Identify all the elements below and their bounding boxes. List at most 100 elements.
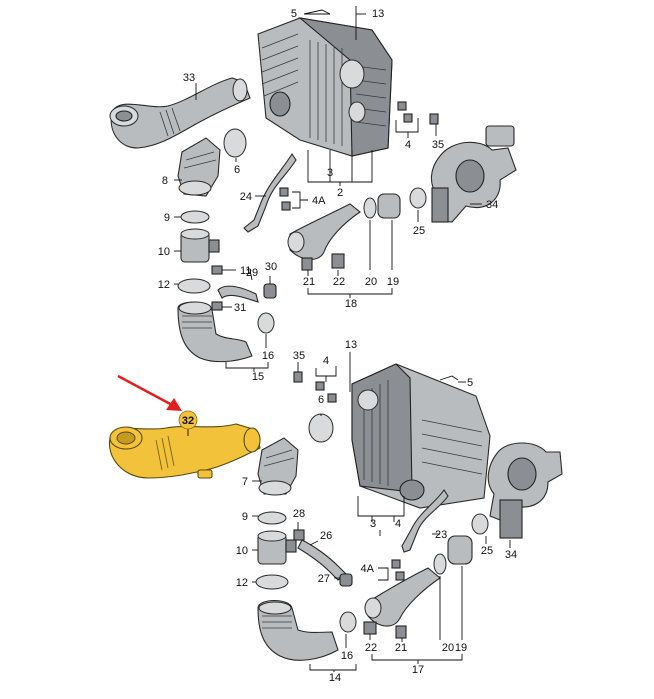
leader-lines bbox=[174, 13, 511, 672]
callout-upper-20: 12 bbox=[158, 279, 170, 291]
lower-bolt-21 bbox=[395, 625, 407, 639]
pointer-arrow bbox=[117, 374, 182, 411]
lower-clamp-16 bbox=[339, 611, 357, 633]
callout-lower-22: 17 bbox=[412, 664, 424, 676]
lower-ring-25 bbox=[471, 513, 489, 535]
lower-bolt-35 bbox=[293, 371, 303, 383]
upper-connector-8 bbox=[177, 137, 221, 197]
upper-bolt-35 bbox=[429, 113, 439, 125]
callout-upper-4: 4 bbox=[405, 139, 411, 151]
lower-hose-26 bbox=[297, 539, 347, 581]
lower-clamp-12 bbox=[255, 574, 289, 590]
callout-upper-21: 21 bbox=[303, 276, 315, 288]
lower-hose-14 bbox=[257, 599, 339, 661]
upper-plug-30 bbox=[263, 283, 277, 299]
callout-lower-6: 9 bbox=[242, 511, 248, 523]
callout-upper-14: 10 bbox=[158, 246, 170, 258]
lower-callouts: 35 4 13 5 6 7 9 28 26 23 25 34 10 3 4 12… bbox=[236, 339, 517, 684]
upper-clip-5 bbox=[303, 9, 331, 15]
callout-upper-17: 30 bbox=[265, 261, 277, 273]
lower-screw-28 bbox=[293, 529, 305, 541]
upper-clamp-16 bbox=[257, 312, 275, 334]
lower-charge-pipe-17 bbox=[364, 567, 441, 627]
upper-clamp-12 bbox=[177, 278, 211, 294]
callout-upper-3: 6 bbox=[234, 164, 240, 176]
callout-upper-6: 2 bbox=[337, 187, 343, 199]
upper-ring-9 bbox=[180, 210, 210, 224]
upper-hose-29 bbox=[217, 285, 259, 303]
lower-o-ring-6 bbox=[308, 413, 334, 443]
callout-upper-12: 9 bbox=[164, 212, 170, 224]
upper-sleeve-19 bbox=[377, 193, 401, 219]
lower-clamp-20 bbox=[433, 553, 447, 575]
callout-lower-7: 28 bbox=[293, 508, 305, 520]
upper-fasteners-4 bbox=[397, 101, 413, 123]
callout-lower-17: 4A bbox=[361, 563, 375, 575]
upper-screw-31 bbox=[211, 301, 223, 311]
lower-fasteners-4A bbox=[391, 559, 405, 581]
upper-hose-15 bbox=[177, 301, 253, 363]
callout-upper-10: 4A bbox=[312, 195, 326, 207]
upper-screw-11 bbox=[211, 265, 236, 275]
lower-line-23 bbox=[401, 489, 449, 553]
highlight-badge-32[interactable]: 32 bbox=[178, 410, 198, 430]
highlight-badge-label: 32 bbox=[182, 415, 194, 427]
upper-nut-22 bbox=[331, 253, 345, 269]
callout-lower-5: 7 bbox=[242, 476, 248, 488]
callout-upper-25: 16 bbox=[262, 350, 274, 362]
lower-turbocharger-34 bbox=[487, 442, 563, 539]
callout-lower-0: 35 bbox=[293, 350, 305, 362]
lower-connector-7 bbox=[257, 437, 299, 496]
callout-lower-19: 21 bbox=[395, 642, 407, 654]
callout-lower-13: 3 bbox=[370, 518, 376, 530]
upper-fasteners-4A bbox=[279, 187, 291, 211]
callout-lower-2: 13 bbox=[345, 339, 357, 351]
callout-upper-16: 29 bbox=[246, 267, 258, 279]
callout-lower-18: 22 bbox=[365, 642, 377, 654]
callout-lower-16: 27 bbox=[318, 573, 330, 585]
upper-line-24 bbox=[243, 152, 297, 233]
lower-sleeve-19 bbox=[447, 535, 473, 565]
callout-upper-11: 34 bbox=[486, 199, 498, 211]
callout-upper-13: 25 bbox=[413, 225, 425, 237]
callout-upper-2: 33 bbox=[183, 72, 195, 84]
highlighted-pipe-32[interactable] bbox=[108, 423, 261, 479]
callout-upper-9: 24 bbox=[240, 191, 252, 203]
callout-lower-14: 4 bbox=[395, 518, 401, 530]
callout-upper-22: 22 bbox=[333, 276, 345, 288]
lower-ring-9 bbox=[257, 511, 287, 525]
callout-lower-11: 34 bbox=[505, 549, 517, 561]
callout-upper-24: 31 bbox=[234, 302, 246, 314]
upper-sensor-10 bbox=[180, 228, 220, 263]
upper-bolt-21 bbox=[301, 257, 313, 271]
lower-nut-22 bbox=[363, 621, 377, 635]
callout-lower-9: 23 bbox=[435, 529, 447, 541]
callout-lower-15: 12 bbox=[236, 577, 248, 589]
callout-lower-1: 4 bbox=[323, 355, 329, 367]
upper-turbocharger-34 bbox=[430, 125, 517, 223]
upper-o-ring-6 bbox=[223, 128, 247, 158]
lower-assembly bbox=[108, 358, 563, 661]
callout-lower-23: 16 bbox=[341, 650, 353, 662]
callout-upper-8: 8 bbox=[162, 175, 168, 187]
callout-upper-7: 3 bbox=[327, 167, 333, 179]
lower-fasteners-4 bbox=[315, 381, 337, 403]
upper-callouts: 5 13 33 6 4 35 2 3 8 24 4A 34 9 25 10 11… bbox=[158, 8, 499, 383]
upper-pipe-33 bbox=[109, 77, 251, 149]
callout-upper-19: 19 bbox=[387, 276, 399, 288]
callout-lower-24: 14 bbox=[329, 672, 341, 684]
callout-lower-20: 20 bbox=[442, 642, 454, 654]
callout-lower-4: 6 bbox=[318, 394, 324, 406]
callout-lower-3: 5 bbox=[467, 377, 473, 389]
upper-assembly bbox=[109, 6, 517, 363]
upper-air-filter-housing bbox=[257, 17, 393, 157]
callout-upper-18: 20 bbox=[365, 276, 377, 288]
callout-lower-10: 25 bbox=[481, 545, 493, 557]
callout-lower-12: 10 bbox=[236, 545, 248, 557]
upper-charge-pipe-18 bbox=[287, 203, 361, 260]
callout-upper-1: 13 bbox=[372, 8, 384, 20]
callout-lower-8: 26 bbox=[320, 530, 332, 542]
callout-upper-26: 15 bbox=[252, 371, 264, 383]
callout-lower-21: 19 bbox=[455, 642, 467, 654]
